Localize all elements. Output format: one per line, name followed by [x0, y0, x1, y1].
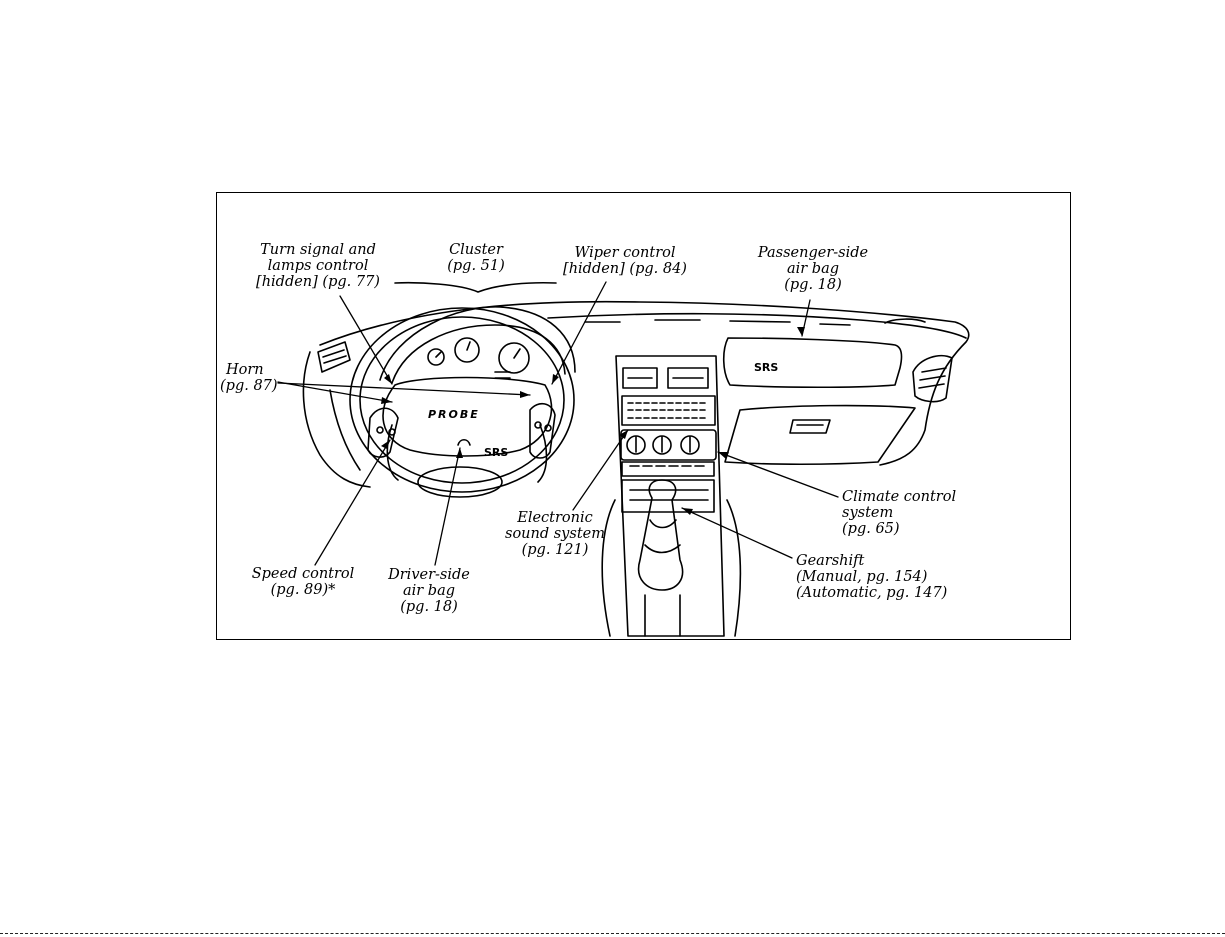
label-passenger-airbag-line2: air bag [786, 261, 840, 277]
label-horn-line2: (pg. 87) [220, 378, 278, 394]
label-passenger-airbag-line1: Passenger-side [757, 245, 869, 261]
label-climate-line1: Climate control [842, 489, 957, 505]
label-climate: Climate control system (pg. 65) [842, 489, 972, 537]
cluster-brace [394, 281, 557, 293]
passenger-airbag-panel [722, 337, 903, 389]
label-climate-line3: (pg. 65) [842, 521, 900, 537]
steering-srs-badge: SRS [484, 446, 509, 459]
label-horn-line1: Horn [226, 362, 264, 378]
label-passenger-airbag-line3: (pg. 18) [784, 277, 842, 293]
label-speed-control: Speed control (pg. 89)* [248, 566, 358, 598]
label-turn-signal-line3: [hidden] (pg. 77) [256, 274, 380, 290]
label-speed-control-line2: (pg. 89)* [270, 582, 336, 598]
label-electronic-sound-line2: sound system [505, 526, 605, 542]
label-turn-signal-line1: Turn signal and [260, 242, 376, 258]
dashboard-outline [302, 300, 970, 488]
passenger-srs-badge: SRS [754, 361, 779, 374]
arrowheads [381, 327, 805, 515]
label-turn-signal: Turn signal and lamps control [hidden] (… [248, 242, 388, 290]
label-cluster-line1: Cluster [449, 242, 503, 258]
label-wiper: Wiper control [hidden] (pg. 84) [556, 245, 694, 277]
label-driver-airbag-line2: air bag [402, 583, 456, 599]
label-gearshift-line3: (Automatic, pg. 147) [796, 585, 948, 601]
page-bottom-rule [0, 933, 1225, 934]
label-speed-control-line1: Speed control [251, 566, 355, 582]
label-electronic-sound-line3: (pg. 121) [521, 542, 589, 558]
label-cluster-line2: (pg. 51) [447, 258, 505, 274]
label-electronic-sound-line1: Electronic [517, 510, 593, 526]
label-driver-airbag: Driver-side air bag (pg. 18) [382, 567, 476, 615]
label-gearshift: Gearshift (Manual, pg. 154) (Automatic, … [796, 553, 966, 601]
label-turn-signal-line2: lamps control [267, 258, 369, 274]
label-driver-airbag-line1: Driver-side [388, 567, 470, 583]
label-cluster: Cluster (pg. 51) [430, 242, 522, 274]
label-wiper-line1: Wiper control [574, 245, 676, 261]
label-passenger-airbag: Passenger-side air bag (pg. 18) [750, 245, 876, 293]
label-gearshift-line2: (Manual, pg. 154) [796, 569, 928, 585]
label-wiper-line2: [hidden] (pg. 84) [563, 261, 687, 277]
label-driver-airbag-line3: (pg. 18) [400, 599, 458, 615]
diagram-frame [216, 192, 1071, 640]
label-climate-line2: system [842, 505, 894, 521]
leader-lines [277, 281, 839, 566]
label-electronic-sound: Electronic sound system (pg. 121) [500, 510, 610, 558]
label-gearshift-line1: Gearshift [796, 553, 865, 569]
steering-wheel [349, 307, 575, 498]
glove-box [724, 404, 916, 466]
label-horn: Horn (pg. 87) [220, 362, 290, 394]
steering-wheel-brand: PROBE [428, 408, 480, 421]
center-stack [601, 355, 742, 637]
